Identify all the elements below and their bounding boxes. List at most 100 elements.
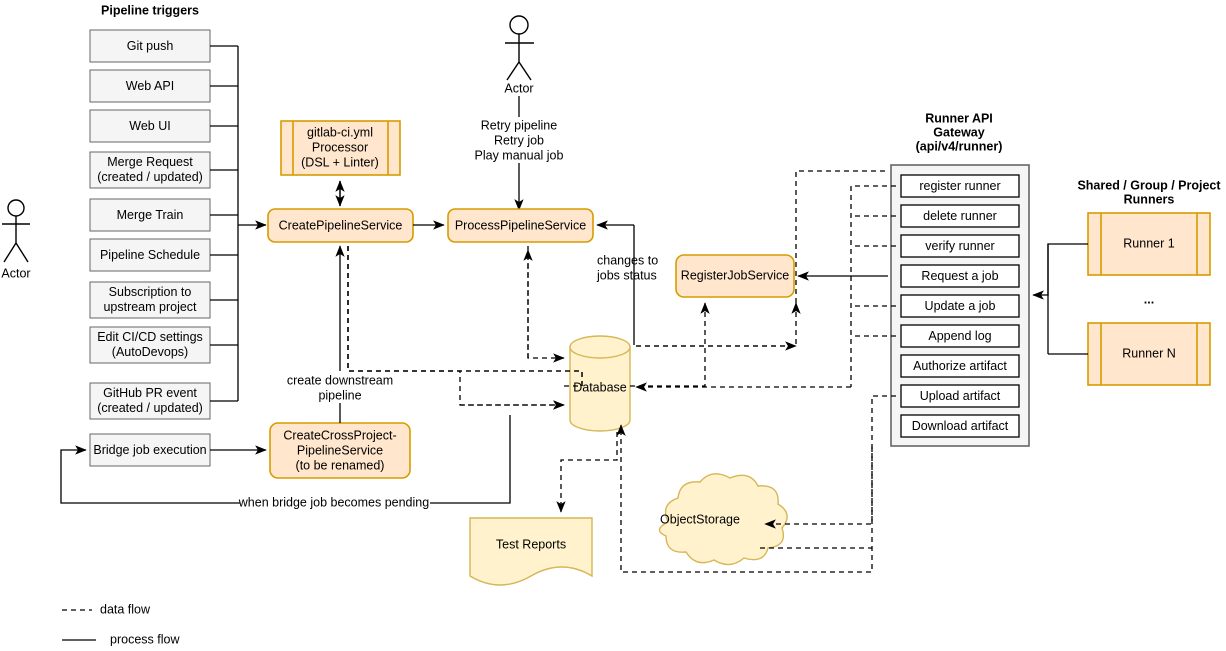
endpoint-box[interactable] — [900, 324, 1020, 348]
database-body[interactable] — [569, 346, 631, 432]
trigger-label: Web UI — [129, 119, 170, 133]
gateway-endpoint-update-a-job[interactable]: Update a job — [900, 294, 1020, 318]
database-to-test-reports — [556, 432, 618, 513]
trigger-box[interactable] — [89, 382, 211, 420]
runner-box[interactable] — [1087, 212, 1211, 276]
trigger-label-line2: upstream project — [103, 300, 197, 314]
gateway-endpoint-register-runner[interactable]: register runner — [900, 174, 1020, 198]
trigger-label-line1: Edit CI/CD settings — [97, 330, 203, 344]
trigger-item-merge-request[interactable]: Merge Request (created / updated) — [89, 151, 211, 189]
bridge-pending-label: when bridge job becomes pending — [238, 495, 429, 509]
trigger-item-web-api[interactable]: Web API — [89, 69, 211, 103]
endpoint-box[interactable] — [900, 294, 1020, 318]
trigger-bus-connectors — [210, 45, 267, 402]
trigger-box[interactable] — [89, 433, 211, 467]
gateway-endpoint-authorize-artifact[interactable]: Authorize artifact — [900, 354, 1020, 378]
process-pipeline-service[interactable]: ProcessPipelineService — [447, 208, 594, 243]
legend: data flow process flow — [62, 602, 180, 646]
gateway-endpoint-append-log[interactable]: Append log — [900, 324, 1020, 348]
downstream-label-line2: pipeline — [318, 388, 361, 402]
trigger-box[interactable] — [89, 281, 211, 319]
trigger-box[interactable] — [89, 198, 211, 232]
process-pipeline-db-out — [527, 246, 565, 363]
runner-api-gateway-panel: register runner delete runner verify run… — [890, 164, 1030, 447]
trigger-box[interactable] — [89, 69, 211, 103]
endpoint-box[interactable] — [900, 204, 1020, 228]
cross-project-label-line3: (to be renamed) — [296, 458, 385, 472]
endpoint-box[interactable] — [900, 414, 1020, 438]
trigger-item-subscription-upstream[interactable]: Subscription to upstream project — [89, 281, 211, 319]
runners-title-line2: Runners — [1124, 192, 1175, 206]
runner-n[interactable]: Runner N — [1087, 322, 1211, 386]
runner-label: Runner 1 — [1123, 236, 1174, 250]
trigger-item-github-pr-event[interactable]: GitHub PR event (created / updated) — [89, 382, 211, 420]
object-storage-label: ObjectStorage — [660, 512, 740, 526]
trigger-box[interactable] — [89, 109, 211, 143]
trigger-label: Web API — [126, 79, 174, 93]
trigger-label: Merge Train — [117, 208, 184, 222]
create-pipeline-service[interactable]: CreatePipelineService — [267, 208, 414, 243]
gateway-endpoint-upload-artifact[interactable]: Upload artifact — [900, 384, 1020, 408]
trigger-item-merge-train[interactable]: Merge Train — [89, 198, 211, 232]
trigger-label-line2: (created / updated) — [97, 401, 203, 415]
trigger-label-line2: (AutoDevops) — [112, 345, 188, 359]
processor-label-line1: gitlab-ci.yml — [307, 125, 373, 139]
trigger-item-bridge-job-execution[interactable]: Bridge job execution — [89, 433, 211, 467]
endpoint-box[interactable] — [900, 384, 1020, 408]
register-job-service[interactable]: RegisterJobService — [675, 254, 795, 298]
gateway-title-line1: Runner API — [925, 111, 993, 125]
trigger-item-pipeline-schedule[interactable]: Pipeline Schedule — [89, 238, 211, 272]
database-label: Database — [573, 380, 627, 394]
endpoint-box[interactable] — [900, 264, 1020, 288]
test-reports-shape[interactable] — [469, 517, 593, 586]
trigger-box[interactable] — [89, 29, 211, 63]
runner-1[interactable]: Runner 1 — [1087, 212, 1211, 276]
actor-action-line1: Retry pipeline — [481, 118, 557, 132]
actor-action-line3: Play manual job — [475, 148, 564, 162]
create-cross-project-pipeline-service[interactable]: CreateCrossProject- PipelineService (to … — [269, 422, 411, 479]
create-pipeline-label: CreatePipelineService — [279, 218, 403, 232]
trigger-label-line1: GitHub PR event — [103, 386, 197, 400]
changes-to-jobs-status-flow: changes to jobs status — [596, 220, 658, 345]
object-storage-store[interactable]: ObjectStorage — [658, 473, 788, 566]
register-job-label: RegisterJobService — [681, 268, 789, 282]
cross-project-label-line1: CreateCrossProject- — [283, 428, 396, 442]
gateway-endpoint-request-a-job[interactable]: Request a job — [900, 264, 1020, 288]
trigger-label: Git push — [127, 39, 174, 53]
process-pipeline-box[interactable] — [447, 208, 594, 243]
runners-title-line1: Shared / Group / Project — [1077, 178, 1221, 192]
register-job-box[interactable] — [675, 254, 795, 298]
pipeline-triggers-heading: Pipeline triggers — [101, 3, 199, 17]
actor-left-label: Actor — [1, 266, 30, 280]
processor-label-line3: (DSL + Linter) — [301, 155, 379, 169]
database-store[interactable]: Database — [569, 335, 631, 432]
trigger-item-git-push[interactable]: Git push — [89, 29, 211, 63]
trigger-label-line2: (created / updated) — [97, 170, 203, 184]
gateway-dashed-bus — [635, 185, 896, 392]
actor-top-label: Actor — [504, 81, 533, 95]
trigger-label: Pipeline Schedule — [100, 248, 200, 262]
endpoint-label: Append log — [928, 329, 991, 343]
processor-box[interactable] — [280, 120, 401, 176]
test-reports-store[interactable]: Test Reports — [469, 517, 593, 586]
trigger-box[interactable] — [89, 238, 211, 272]
trigger-label: Bridge job execution — [93, 443, 206, 457]
gateway-endpoint-download-artifact[interactable]: Download artifact — [900, 414, 1020, 438]
gateway-endpoint-delete-runner[interactable]: delete runner — [900, 204, 1020, 228]
gateway-endpoint-verify-runner[interactable]: verify runner — [900, 234, 1020, 258]
trigger-box[interactable] — [89, 326, 211, 364]
component-side-bands — [1100, 213, 1198, 275]
component-side-bands — [292, 121, 389, 175]
trigger-label-line1: Subscription to — [109, 285, 192, 299]
endpoint-box[interactable] — [900, 354, 1020, 378]
trigger-item-web-ui[interactable]: Web UI — [89, 109, 211, 143]
endpoint-box[interactable] — [900, 174, 1020, 198]
object-storage-cloud[interactable] — [658, 473, 788, 566]
endpoint-label: register runner — [919, 179, 1000, 193]
trigger-list: Git push Web API Web UI Merge Request (c… — [89, 29, 211, 467]
endpoint-box[interactable] — [900, 234, 1020, 258]
trigger-item-edit-cicd-settings[interactable]: Edit CI/CD settings (AutoDevops) — [89, 326, 211, 364]
gitlab-ci-yml-processor[interactable]: gitlab-ci.yml Processor (DSL + Linter) — [280, 120, 401, 176]
database-top — [569, 335, 631, 359]
